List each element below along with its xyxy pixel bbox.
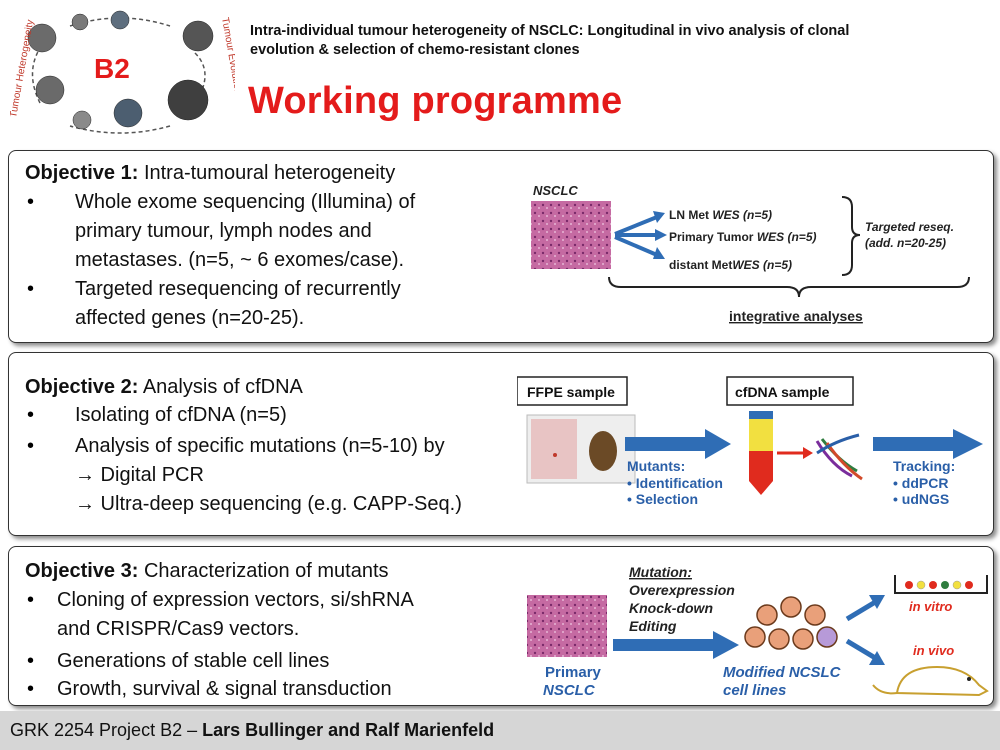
objective-2-title: Analysis of cfDNA xyxy=(138,376,303,398)
objective-3-panel: Objective 3: Characterization of mutants… xyxy=(8,546,994,706)
in-vitro-label: in vitro xyxy=(909,599,952,614)
footer-authors: Lars Bullinger and Ralf Marienfeld xyxy=(202,720,495,740)
modified-cells-label: Modified NCSLC xyxy=(723,664,842,681)
tracking-ddpcr: • ddPCR xyxy=(893,475,948,491)
mutants-identification: • Identification xyxy=(627,475,723,491)
tracking-label: Tracking: xyxy=(893,458,955,474)
targeted-reseq-n-label: (add. n=20-25) xyxy=(865,236,946,250)
bullet-line: Whole exome sequencing (Illumina) of xyxy=(75,191,416,213)
objective-3-bullet-3: Growth, survival & signal transduction xyxy=(57,675,392,704)
distant-met-label: distant MetWES (n=5) xyxy=(669,258,792,272)
objective-1-heading: Objective 1: Intra-tumoural heterogeneit… xyxy=(25,159,395,188)
cfdna-sample-label: cfDNA sample xyxy=(735,384,830,400)
bullet-dot: • xyxy=(27,278,35,300)
bullet-line: Generations of stable cell lines xyxy=(57,650,330,672)
in-vivo-label: in vivo xyxy=(913,643,954,658)
bullet-line: metastases. (n=5, ~ 6 exomes/case). xyxy=(75,249,405,271)
objective-3-label: Objective 3: xyxy=(25,560,139,582)
bullet-line: primary tumour, lymph nodes and xyxy=(75,220,372,242)
objective-2-bullet-2: Analysis of specific mutations (n=5-10) … xyxy=(75,432,462,519)
title-line-2: evolution & selection of chemo-resistant… xyxy=(250,42,580,58)
project-logo: Tumour Heterogeneity Tumour Evolution B2 xyxy=(8,8,243,138)
objective-1-panel: Objective 1: Intra-tumoural heterogeneit… xyxy=(8,150,994,343)
objective-1-figure: NSCLC LN Met WES (n=5) Primary Tumor WES… xyxy=(517,179,987,329)
integrative-analyses-label: integrative analyses xyxy=(729,308,863,324)
bullet-dot: • xyxy=(27,404,35,426)
tracking-udngs: • udNGS xyxy=(893,491,949,507)
objective-3-heading: Objective 3: Characterization of mutants xyxy=(25,557,389,586)
mutation-editing: Editing xyxy=(629,618,677,634)
bullet-line: → Ultra-deep sequencing (e.g. CAPP-Seq.) xyxy=(75,493,462,515)
objective-3-bullet-2: Generations of stable cell lines xyxy=(57,647,329,676)
mutation-knockdown: Knock-down xyxy=(629,600,713,616)
objective-2-label: Objective 2: xyxy=(25,376,139,398)
bullet-line: Isolating of cfDNA (n=5) xyxy=(75,404,287,426)
nsclc-label: NSCLC xyxy=(533,183,578,198)
bullet-dot: • xyxy=(27,678,35,700)
cell-lines-label: cell lines xyxy=(723,682,786,699)
bullet-line: Cloning of expression vectors, si/shRNA xyxy=(57,589,414,611)
primary-label: Primary xyxy=(545,664,602,681)
bullet-dot: • xyxy=(27,650,35,672)
bullet-line: Targeted resequencing of recurrently xyxy=(75,278,401,300)
mutation-label: Mutation: xyxy=(629,564,692,580)
targeted-reseq-label: Targeted reseq. xyxy=(865,220,954,234)
footer-bar: GRK 2254 Project B2 – Lars Bullinger and… xyxy=(0,711,1000,750)
objective-3-figure: Primary NSCLC Mutation: Overexpression K… xyxy=(517,555,991,705)
main-heading: Working programme xyxy=(248,80,623,122)
bullet-line: Analysis of specific mutations (n=5-10) … xyxy=(75,435,445,457)
mutants-label: Mutants: xyxy=(627,458,685,474)
ln-met-label: LN Met WES (n=5) xyxy=(669,208,772,222)
page-title: Intra-individual tumour heterogeneity of… xyxy=(250,22,990,60)
bullet-dot: • xyxy=(27,589,35,611)
mutation-overexpression: Overexpression xyxy=(629,582,735,598)
primary-tumor-label: Primary Tumor WES (n=5) xyxy=(669,230,816,244)
logo-right-arc-text: Tumour Evolution xyxy=(219,17,235,96)
mutants-selection: • Selection xyxy=(627,491,698,507)
bullet-line: Growth, survival & signal transduction xyxy=(57,678,392,700)
title-line-1: Intra-individual tumour heterogeneity of… xyxy=(250,23,850,39)
bullet-line: affected genes (n=20-25). xyxy=(75,307,305,329)
objective-3-bullet-1: Cloning of expression vectors, si/shRNA … xyxy=(57,586,414,644)
objective-3-title: Characterization of mutants xyxy=(138,560,389,582)
bullet-dot: • xyxy=(27,435,35,457)
objective-1-bullet-1: Whole exome sequencing (Illumina) of pri… xyxy=(75,188,415,275)
objective-2-bullet-1: Isolating of cfDNA (n=5) xyxy=(75,401,287,430)
objective-2-heading: Objective 2: Analysis of cfDNA xyxy=(25,373,303,402)
logo-label: B2 xyxy=(94,53,130,84)
bullet-dot: • xyxy=(27,191,35,213)
nsclc-label-3: NSCLC xyxy=(543,682,596,699)
bullet-line: and CRISPR/Cas9 vectors. xyxy=(57,618,300,640)
objective-1-title: Intra-tumoural heterogeneity xyxy=(138,162,396,184)
objective-1-bullet-2: Targeted resequencing of recurrently aff… xyxy=(75,275,401,333)
objective-2-figure: FFPE sample Mutants: • Identification • … xyxy=(517,371,991,521)
footer-project: GRK 2254 Project B2 – xyxy=(10,720,203,740)
objective-2-panel: Objective 2: Analysis of cfDNA • Isolati… xyxy=(8,352,994,536)
objective-1-label: Objective 1: xyxy=(25,162,139,184)
ffpe-label: FFPE sample xyxy=(527,384,615,400)
bullet-line: → Digital PCR xyxy=(75,464,204,486)
footer-text: GRK 2254 Project B2 – Lars Bullinger and… xyxy=(10,720,494,741)
